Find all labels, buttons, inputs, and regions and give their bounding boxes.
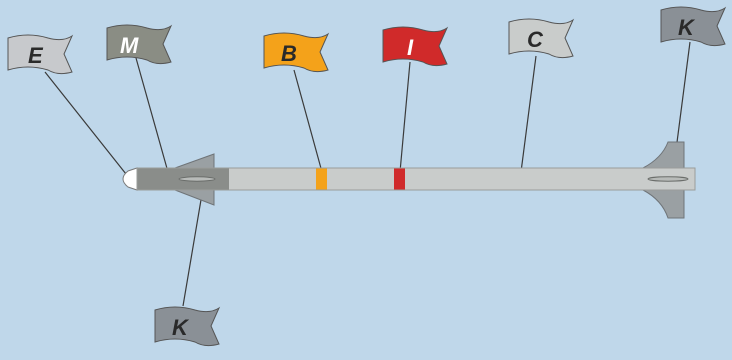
band-I <box>394 168 405 190</box>
flag-K-bottom-label: K <box>172 315 190 340</box>
rear-fin-lower <box>642 189 685 219</box>
missile-outline <box>136 167 696 191</box>
flag-E: E <box>7 34 74 75</box>
flag-C-label: C <box>527 27 544 52</box>
leader-B <box>293 69 323 173</box>
missile-body <box>228 168 695 190</box>
band-B <box>316 168 327 190</box>
front-fin-slot <box>178 176 216 182</box>
flag-K-top-label: K <box>678 15 696 40</box>
front-fin-upper <box>174 153 215 169</box>
missile <box>122 141 696 219</box>
leader-I <box>399 61 411 173</box>
leader-C <box>520 55 537 173</box>
flag-B: B <box>263 32 330 73</box>
rear-fin-upper <box>642 141 685 169</box>
flag-K-bottom: K <box>154 306 221 347</box>
flag-E-label: E <box>28 43 44 68</box>
leader-K-top <box>675 41 691 151</box>
flag-K-top: K <box>660 6 727 47</box>
front-fin-lower <box>174 189 215 206</box>
flag-M: M <box>106 24 173 65</box>
flag-I: I <box>382 26 449 67</box>
leader-K-bottom <box>182 187 204 307</box>
flag-I-label: I <box>407 35 414 60</box>
leader-lines <box>44 41 691 307</box>
flag-B-label: B <box>281 41 297 66</box>
leader-E <box>44 71 127 175</box>
rear-fin-slot <box>647 176 689 182</box>
flag-M-label: M <box>120 33 139 58</box>
flag-C: C <box>508 18 575 59</box>
missile-nose-tip <box>122 167 138 191</box>
leader-M <box>135 57 169 173</box>
